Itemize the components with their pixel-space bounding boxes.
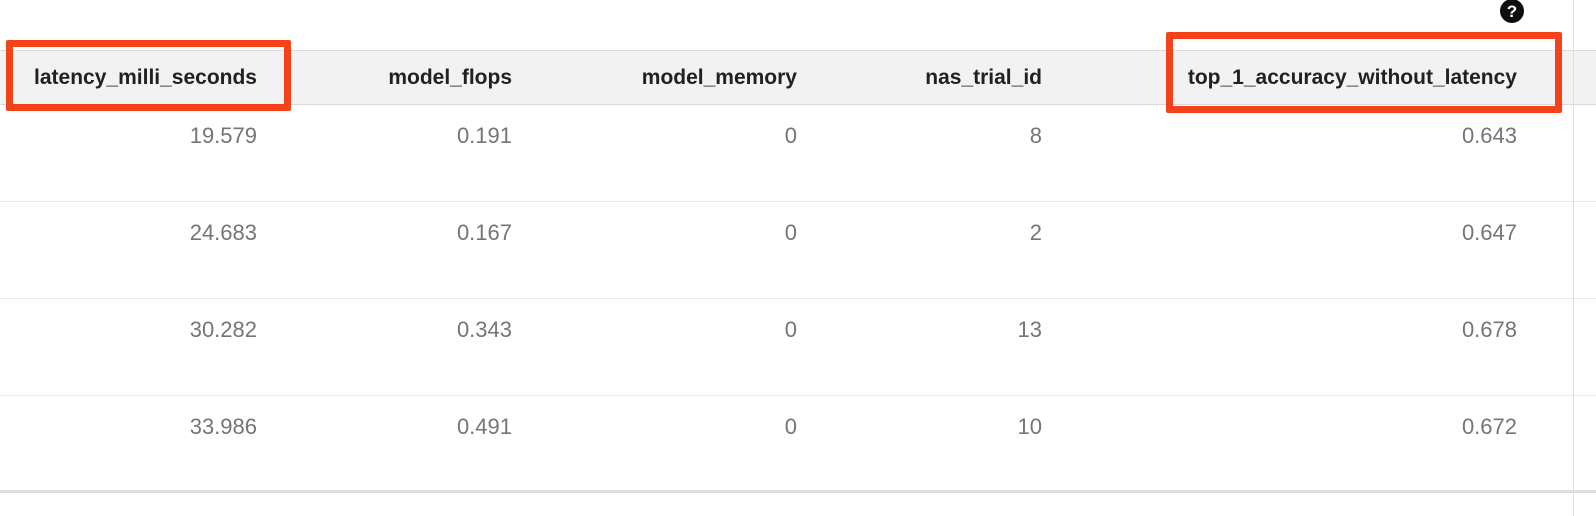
cell-latency: 19.579 — [0, 104, 265, 202]
cell-latency: 33.986 — [0, 395, 265, 493]
cell-cutoff — [1573, 395, 1596, 493]
cell-latency: 30.282 — [0, 298, 265, 396]
cell-memory: 0 — [520, 201, 805, 299]
cell-latency: 24.683 — [0, 201, 265, 299]
table-row: 24.683 0.167 0 2 0.647 — [0, 201, 1596, 299]
cell-flops: 0.167 — [265, 201, 520, 299]
table-row: 19.579 0.191 0 8 0.643 — [0, 104, 1596, 202]
cell-memory: 0 — [520, 395, 805, 493]
table-header-row: latency_milli_seconds model_flops model_… — [0, 50, 1596, 105]
cell-flops: 0.491 — [265, 395, 520, 493]
column-header-latency-milli-seconds[interactable]: latency_milli_seconds — [0, 50, 265, 105]
column-header-model-memory[interactable]: model_memory — [520, 50, 805, 105]
cell-accuracy: 0.678 — [1050, 298, 1573, 396]
cell-flops: 0.343 — [265, 298, 520, 396]
cell-trial-id: 10 — [805, 395, 1050, 493]
table-row: 33.986 0.491 0 10 0.672 — [0, 395, 1596, 493]
cell-memory: 0 — [520, 298, 805, 396]
table-row: 30.282 0.343 0 13 0.678 — [0, 298, 1596, 396]
column-header-top-1-accuracy-without-latency[interactable]: top_1_accuracy_without_latency — [1050, 50, 1573, 105]
cell-accuracy: 0.672 — [1050, 395, 1573, 493]
cell-accuracy: 0.643 — [1050, 104, 1573, 202]
highlight-box-accuracy-column — [1166, 32, 1562, 113]
column-header-nas-trial-id[interactable]: nas_trial_id — [805, 50, 1050, 105]
highlight-box-latency-column — [6, 40, 291, 111]
cell-cutoff — [1573, 104, 1596, 202]
cell-cutoff — [1573, 298, 1596, 396]
cell-trial-id: 2 — [805, 201, 1050, 299]
cell-trial-id: 8 — [805, 104, 1050, 202]
metrics-table: latency_milli_seconds model_flops model_… — [0, 50, 1596, 493]
column-divider-line — [1573, 0, 1574, 516]
cell-memory: 0 — [520, 104, 805, 202]
column-header-cutoff — [1573, 50, 1596, 105]
column-header-model-flops[interactable]: model_flops — [265, 50, 520, 105]
cell-flops: 0.191 — [265, 104, 520, 202]
cell-accuracy: 0.647 — [1050, 201, 1573, 299]
cell-trial-id: 13 — [805, 298, 1050, 396]
cell-cutoff — [1573, 201, 1596, 299]
help-icon[interactable]: ? — [1500, 0, 1524, 23]
